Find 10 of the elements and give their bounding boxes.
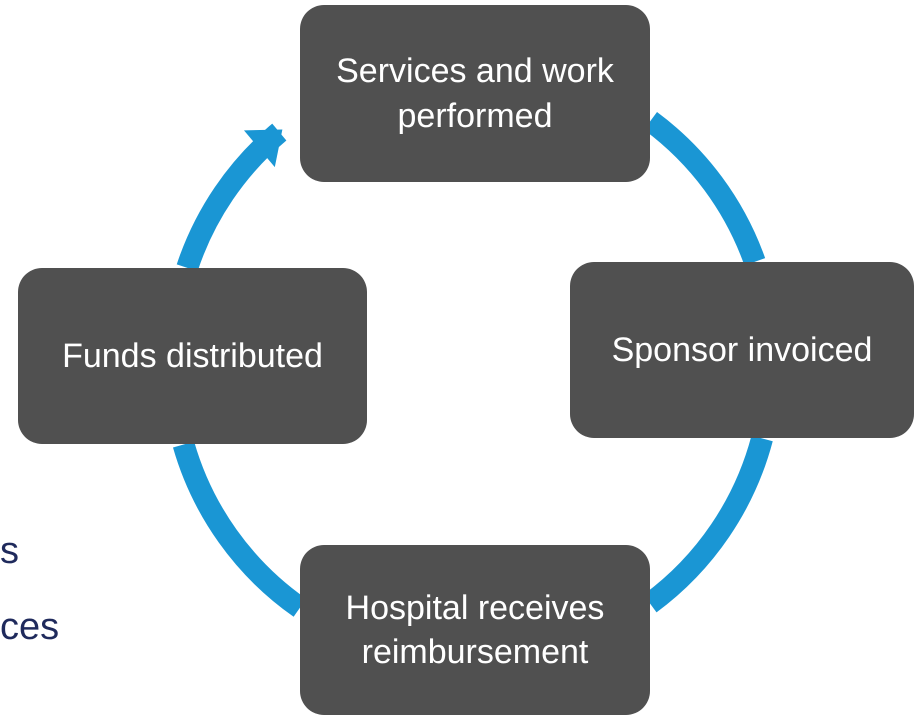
box-label: Hospital receives reimbursement [344,588,606,673]
process-box [300,545,650,715]
text-fragment: s [0,532,19,570]
box-label: Funds distributed [62,336,323,377]
process-box [300,5,650,182]
text-fragment: ces [0,608,60,646]
box-label: Sponsor invoiced [612,330,872,371]
process-box [18,268,367,444]
process-box [570,262,914,438]
box-label: Services and work performed [335,51,615,136]
